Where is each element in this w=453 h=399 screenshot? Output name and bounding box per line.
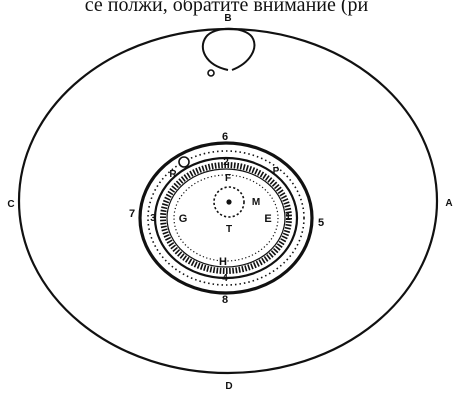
label-bottom-outer: D <box>225 381 232 392</box>
r-marker-circle <box>179 157 189 167</box>
label-left-outer: C <box>7 199 14 210</box>
ring-number-bottom: 8 <box>222 294 228 306</box>
ring-letter-top-left: R <box>169 169 177 180</box>
ring-number-right: 5 <box>318 217 324 229</box>
center-letter-right: M <box>252 197 260 208</box>
center-letter-top: F <box>225 173 231 184</box>
caption-text: се полжи, обратите внимание (ри <box>0 0 453 16</box>
ring-letter-right: E <box>264 213 271 225</box>
center-dot <box>226 199 231 204</box>
inner-number-left: 3 <box>150 213 156 224</box>
top-loop-symbol <box>203 29 255 78</box>
ring-number-left: 7 <box>129 208 135 220</box>
inner-number-top: 2 <box>223 157 229 168</box>
ring-number-top: 6 <box>222 131 228 143</box>
ring-letter-bottom: H <box>219 256 227 268</box>
inner-number-bottom: 4 <box>222 273 228 284</box>
center-letter-bottom: T <box>226 224 232 235</box>
label-right-outer: A <box>445 198 452 209</box>
inner-number-right: 1 <box>285 212 291 223</box>
ring-letter-top-right: P <box>273 166 280 177</box>
ring-letter-left: G <box>179 213 188 225</box>
